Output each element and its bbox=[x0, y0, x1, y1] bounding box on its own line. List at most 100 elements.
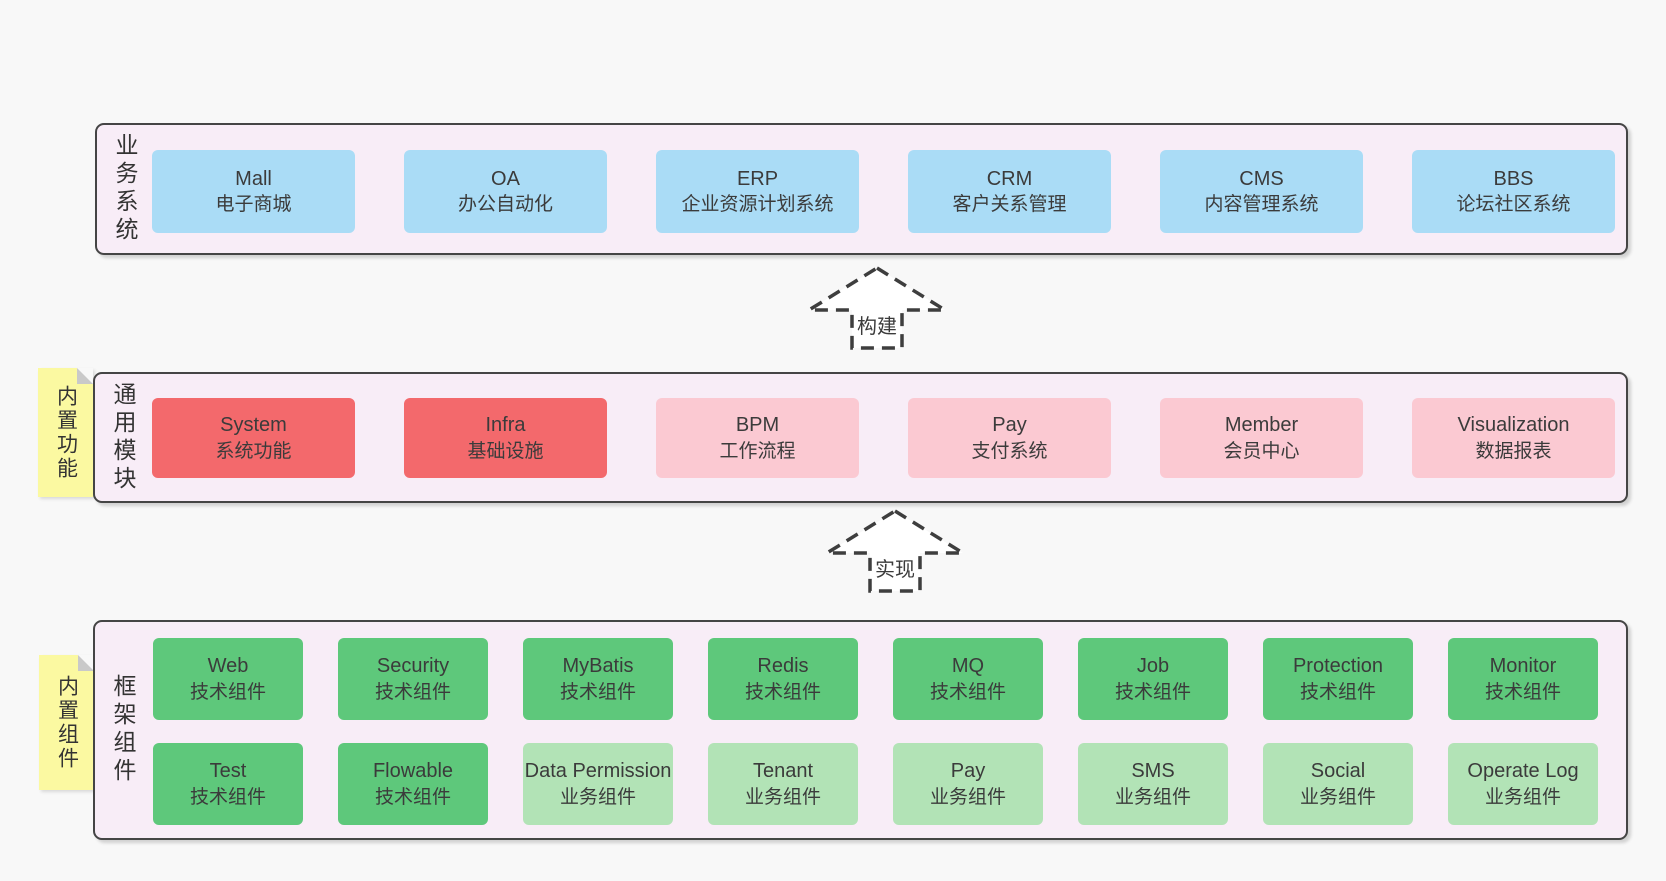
box-operate-log: Operate Log 业务组件 bbox=[1448, 743, 1598, 825]
box-title: BPM bbox=[735, 414, 780, 437]
up-arrow-icon bbox=[807, 265, 947, 350]
box-mall: Mall 电子商城 bbox=[152, 150, 355, 233]
box-flowable: Flowable 技术组件 bbox=[338, 743, 488, 825]
box-data-permission: Data Permission 业务组件 bbox=[523, 743, 673, 825]
box-title: Test bbox=[209, 760, 247, 783]
box-cms: CMS 内容管理系统 bbox=[1160, 150, 1363, 233]
box-subtitle: 业务组件 bbox=[1484, 786, 1561, 808]
layer-label-business: 业务系统 bbox=[112, 133, 138, 245]
box-subtitle: 业务组件 bbox=[1299, 786, 1376, 808]
box-tenant: Tenant 业务组件 bbox=[708, 743, 858, 825]
arrow-implement: 实现 bbox=[825, 508, 965, 594]
components-row-2: Test 技术组件 Flowable 技术组件 Data Permission … bbox=[153, 743, 1598, 825]
box-title: Flowable bbox=[372, 760, 454, 783]
arrow-build-label: 构建 bbox=[854, 315, 900, 338]
box-subtitle: 基础设施 bbox=[467, 440, 544, 462]
box-title: Web bbox=[207, 655, 249, 678]
box-social: Social 业务组件 bbox=[1263, 743, 1413, 825]
box-redis: Redis 技术组件 bbox=[708, 638, 858, 720]
box-subtitle: 数据报表 bbox=[1475, 440, 1552, 462]
box-pay: Pay 支付系统 bbox=[908, 398, 1111, 478]
box-title: Security bbox=[376, 655, 450, 678]
box-title: System bbox=[220, 414, 287, 437]
box-mybatis: MyBatis 技术组件 bbox=[523, 638, 673, 720]
sticky-note-label: 内置组件 bbox=[55, 674, 79, 771]
box-erp: ERP 企业资源计划系统 bbox=[656, 150, 859, 233]
box-infra: Infra 基础设施 bbox=[404, 398, 607, 478]
box-title: Infra bbox=[485, 414, 526, 437]
box-title: OA bbox=[491, 167, 520, 190]
box-crm: CRM 客户关系管理 bbox=[908, 150, 1111, 233]
box-job: Job 技术组件 bbox=[1078, 638, 1228, 720]
layer-label-modules: 通用模块 bbox=[110, 381, 136, 494]
box-subtitle: 工作流程 bbox=[719, 440, 796, 462]
box-visualization: Visualization 数据报表 bbox=[1412, 398, 1615, 478]
box-subtitle: 技术组件 bbox=[189, 681, 266, 703]
sticky-note-label: 内置功能 bbox=[54, 384, 78, 481]
box-system: System 系统功能 bbox=[152, 398, 355, 478]
box-title: MQ bbox=[951, 655, 985, 678]
box-protection: Protection 技术组件 bbox=[1263, 638, 1413, 720]
box-title: Job bbox=[1136, 655, 1170, 678]
box-sms: SMS 业务组件 bbox=[1078, 743, 1228, 825]
box-title: Tenant bbox=[752, 760, 814, 783]
box-member: Member 会员中心 bbox=[1160, 398, 1363, 478]
layer-label-components: 框架组件 bbox=[110, 674, 136, 786]
business-box-row: Mall 电子商城 OA 办公自动化 ERP 企业资源计划系统 CRM 客户关系… bbox=[152, 150, 1615, 233]
box-subtitle: 技术组件 bbox=[559, 681, 636, 703]
box-monitor: Monitor 技术组件 bbox=[1448, 638, 1598, 720]
layer-common-modules: 通用模块 System 系统功能 Infra 基础设施 BPM 工作流程 Pay… bbox=[93, 372, 1628, 503]
box-subtitle: 技术组件 bbox=[1299, 681, 1376, 703]
box-subtitle: 办公自动化 bbox=[457, 194, 553, 216]
box-title: Mall bbox=[235, 167, 272, 190]
box-title: Pay bbox=[950, 760, 986, 783]
box-bbs: BBS 论坛社区系统 bbox=[1412, 150, 1615, 233]
box-title: Member bbox=[1224, 414, 1299, 437]
box-pay-business: Pay 业务组件 bbox=[893, 743, 1043, 825]
box-subtitle: 技术组件 bbox=[929, 681, 1006, 703]
box-subtitle: 技术组件 bbox=[1484, 681, 1561, 703]
box-title: ERP bbox=[736, 167, 779, 190]
box-subtitle: 企业资源计划系统 bbox=[681, 194, 834, 216]
components-row-1: Web 技术组件 Security 技术组件 MyBatis 技术组件 Redi… bbox=[153, 638, 1598, 720]
box-subtitle: 会员中心 bbox=[1223, 440, 1300, 462]
box-mq: MQ 技术组件 bbox=[893, 638, 1043, 720]
box-title: Monitor bbox=[1489, 655, 1557, 678]
layer-business-systems: 业务系统 Mall 电子商城 OA 办公自动化 ERP 企业资源计划系统 CRM… bbox=[95, 123, 1628, 255]
box-web: Web 技术组件 bbox=[153, 638, 303, 720]
up-arrow-icon bbox=[825, 508, 965, 593]
arrow-build: 构建 bbox=[807, 265, 947, 351]
box-subtitle: 业务组件 bbox=[744, 786, 821, 808]
box-title: MyBatis bbox=[562, 655, 634, 678]
box-subtitle: 支付系统 bbox=[971, 440, 1048, 462]
box-title: CRM bbox=[986, 167, 1033, 190]
box-subtitle: 系统功能 bbox=[215, 440, 292, 462]
box-subtitle: 内容管理系统 bbox=[1204, 194, 1319, 216]
box-title: Visualization bbox=[1457, 414, 1570, 437]
box-subtitle: 技术组件 bbox=[374, 786, 451, 808]
box-subtitle: 业务组件 bbox=[559, 786, 636, 808]
box-subtitle: 技术组件 bbox=[744, 681, 821, 703]
box-subtitle: 客户关系管理 bbox=[952, 194, 1067, 216]
box-subtitle: 技术组件 bbox=[374, 681, 451, 703]
box-subtitle: 业务组件 bbox=[1114, 786, 1191, 808]
box-security: Security 技术组件 bbox=[338, 638, 488, 720]
box-subtitle: 论坛社区系统 bbox=[1456, 194, 1571, 216]
box-title: Pay bbox=[992, 414, 1027, 437]
box-title: BBS bbox=[1493, 167, 1534, 190]
box-title: CMS bbox=[1239, 167, 1284, 190]
sticky-note-builtin-components: 内置组件 bbox=[39, 655, 94, 790]
box-oa: OA 办公自动化 bbox=[404, 150, 607, 233]
box-title: Social bbox=[1310, 760, 1366, 783]
box-subtitle: 技术组件 bbox=[1114, 681, 1191, 703]
box-title: SMS bbox=[1131, 760, 1175, 783]
box-subtitle: 业务组件 bbox=[929, 786, 1006, 808]
arrow-implement-label: 实现 bbox=[872, 558, 918, 581]
box-subtitle: 技术组件 bbox=[189, 786, 266, 808]
box-title: Redis bbox=[757, 655, 809, 678]
box-test: Test 技术组件 bbox=[153, 743, 303, 825]
box-title: Operate Log bbox=[1467, 760, 1579, 783]
box-subtitle: 电子商城 bbox=[215, 194, 292, 216]
sticky-note-builtin-features: 内置功能 bbox=[38, 368, 93, 497]
